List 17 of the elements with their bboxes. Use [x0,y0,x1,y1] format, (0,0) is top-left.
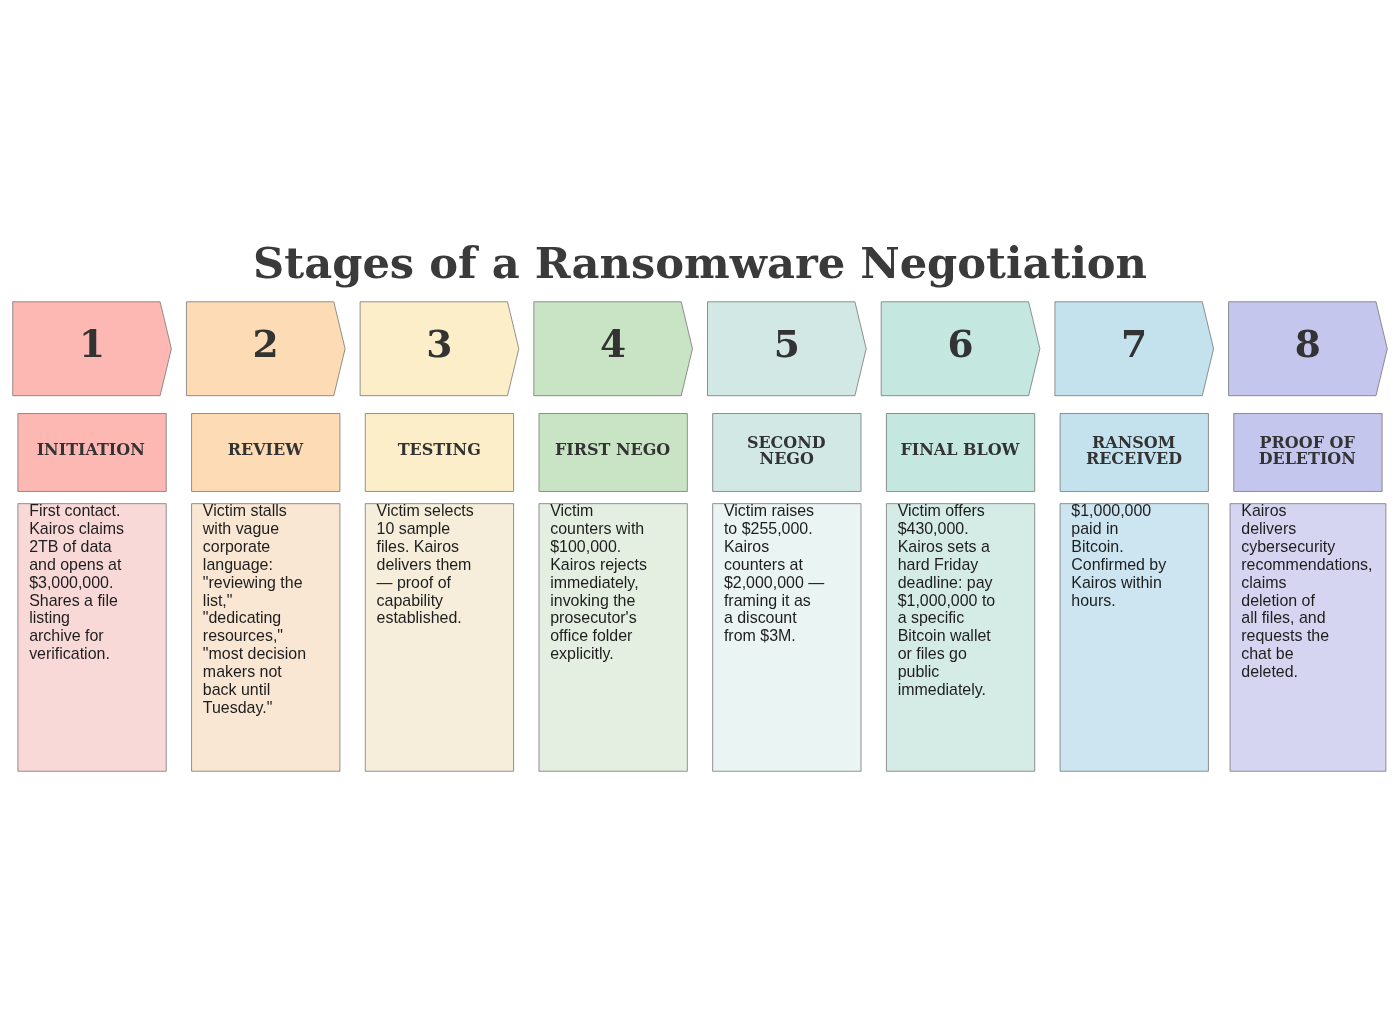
node-box: Kairos delivers cybersecurity recommendations, claims deletion of all files, and requests the chat be deleted. [1229,502,1387,772]
diagram-title: Stages of a Ransomware Negotiation [253,236,1148,288]
node-box: FINAL BLOW [886,412,1036,492]
node-box: Victim selects 10 sample files. Kairos delivers them — proof of capability established. [364,502,514,772]
node-box: SECOND NEGO [712,412,862,492]
node-box: TESTING [364,412,514,492]
node-box: REVIEW [191,412,341,492]
node-box: Victim stalls with vague corporate language: "reviewing the list," "dedicating resources," "most decision makers not back until Tuesday." [191,502,341,772]
node-box: PROOF OF DELETION [1233,412,1383,492]
node-box: FIRST NEGO [538,412,688,492]
node-box: INITIATION [17,412,167,492]
node-box: RANSOM RECEIVED [1059,412,1209,492]
node-box: Victim counters with $100,000. Kairos rejects immediately, invoking the prosecutor's office folder explicitly. [538,502,688,772]
node-box: Victim offers $430,000. Kairos sets a hard Friday deadline: pay $1,000,000 to a specific Bitcoin wallet or files go public immediately. [886,502,1036,772]
node-box: First contact. Kairos claims 2TB of data and opens at $3,000,000. Shares a file listing archive for verification. [17,502,167,772]
node-box: $1,000,000 paid in Bitcoin. Confirmed by Kairos within hours. [1059,502,1209,772]
node-box: Victim raises to $255,000. Kairos counters at $2,000,000 — framing it as a discount from $3M. [712,502,862,772]
